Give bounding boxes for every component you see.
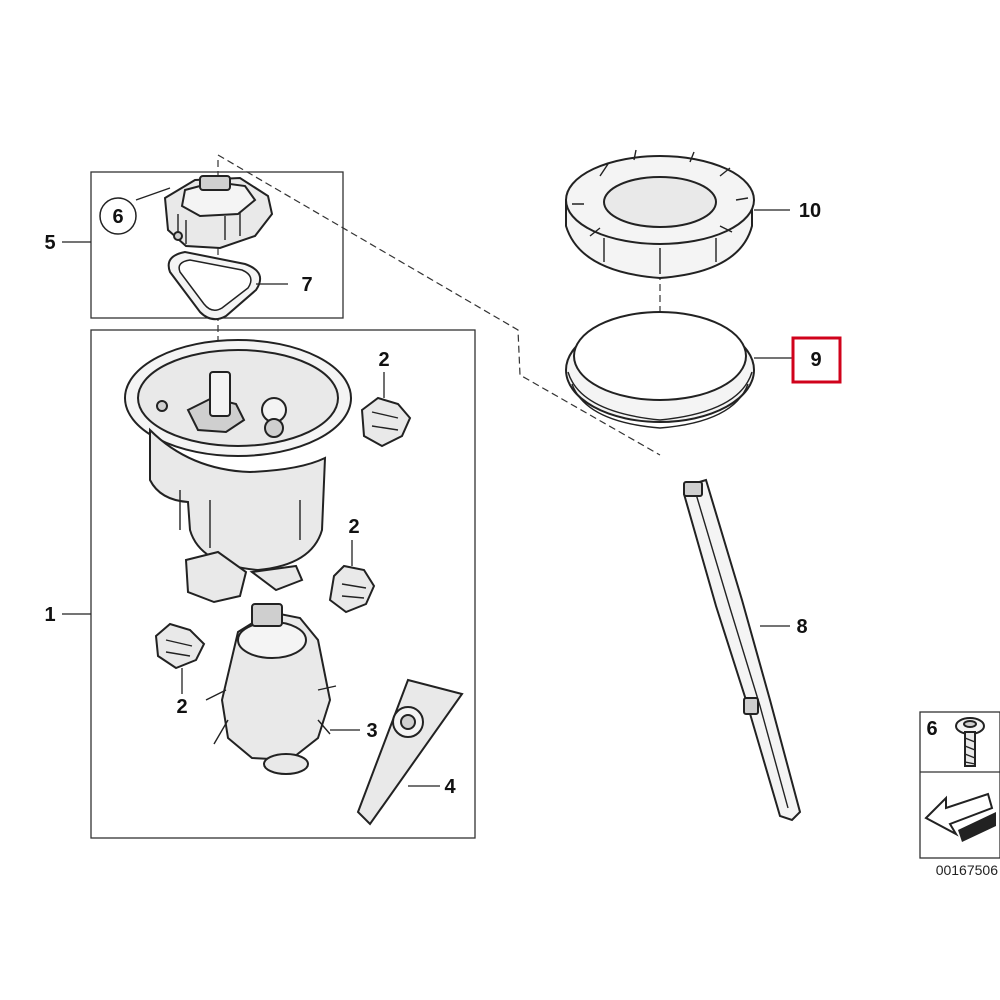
clip-part-2-upper xyxy=(360,396,412,448)
screw-icon xyxy=(955,717,985,767)
filter-plate-part-4 xyxy=(356,678,464,826)
callout-6-circle xyxy=(99,197,137,235)
callout-9: 9 xyxy=(810,349,821,371)
callout-3: 3 xyxy=(366,720,377,742)
callout-8: 8 xyxy=(796,616,807,638)
pump-unit-part-3 xyxy=(205,603,337,775)
lock-ring-cap-part-10 xyxy=(565,149,755,280)
clip-part-2-middle xyxy=(328,564,376,614)
gasket-part-7 xyxy=(167,250,262,321)
legend-box: 6 xyxy=(919,711,1000,859)
flange-cap-module xyxy=(163,175,274,250)
callout-2-middle: 2 xyxy=(348,516,359,538)
callout-7: 7 xyxy=(301,274,312,296)
callout-4: 4 xyxy=(444,776,456,798)
callout-6: 6 xyxy=(112,206,123,228)
callout-5: 5 xyxy=(44,232,55,254)
legend-part-number: 6 xyxy=(926,718,937,740)
clip-part-2-lower xyxy=(154,622,206,670)
lever-arm-part-8 xyxy=(682,478,802,822)
callout-10: 10 xyxy=(799,200,821,222)
callout-2-upper: 2 xyxy=(378,349,389,371)
sealing-ring-part-9 xyxy=(565,311,755,429)
pump-housing-part-1 xyxy=(124,339,352,604)
reference-code: 00167506 xyxy=(936,862,999,878)
frame-assembly-1 xyxy=(90,329,476,839)
leader-lines xyxy=(62,187,792,787)
highlight-box-part-9 xyxy=(791,336,842,384)
callout-1: 1 xyxy=(44,604,55,626)
reference-arrow-icon xyxy=(924,792,996,842)
callout-2-lower: 2 xyxy=(176,696,187,718)
